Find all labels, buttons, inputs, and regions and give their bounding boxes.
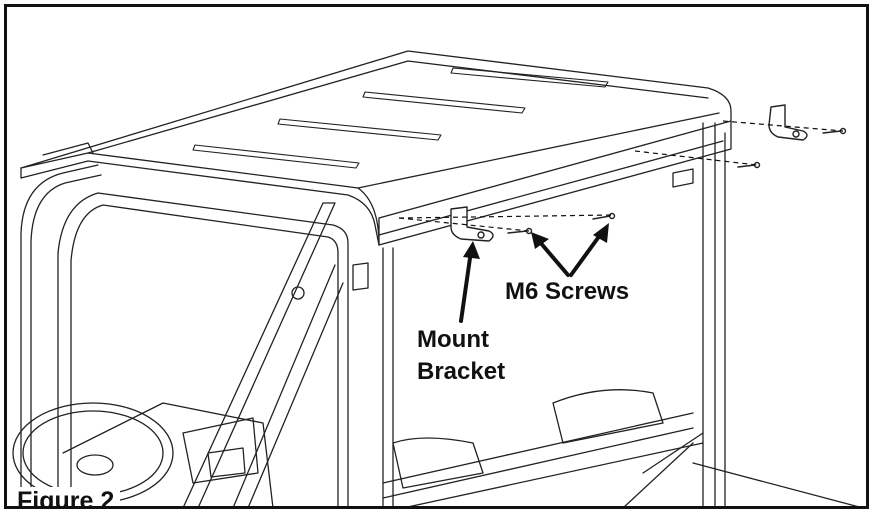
seats [382,389,704,506]
rear-frame [382,122,858,506]
bracket-right [768,104,808,141]
figure-caption: Figure 2 [15,487,121,506]
roof-ribs [192,67,609,169]
screws [507,127,847,235]
bracket-left [450,206,494,242]
mount-bracket-label-line1: Mount [417,326,489,353]
mount-bracket-label-line2: Bracket [417,358,506,385]
alignment-lines [398,120,844,232]
cab-frame [20,164,349,506]
m6-screws-label: M6 Screws [505,278,630,305]
callout-arrows [459,229,605,323]
roof-panel [20,50,732,246]
figure-frame: M6 Screws Mount Bracket Figure 2 [4,4,869,509]
post-hardware [291,168,694,300]
roof-install-diagram [12,50,858,506]
